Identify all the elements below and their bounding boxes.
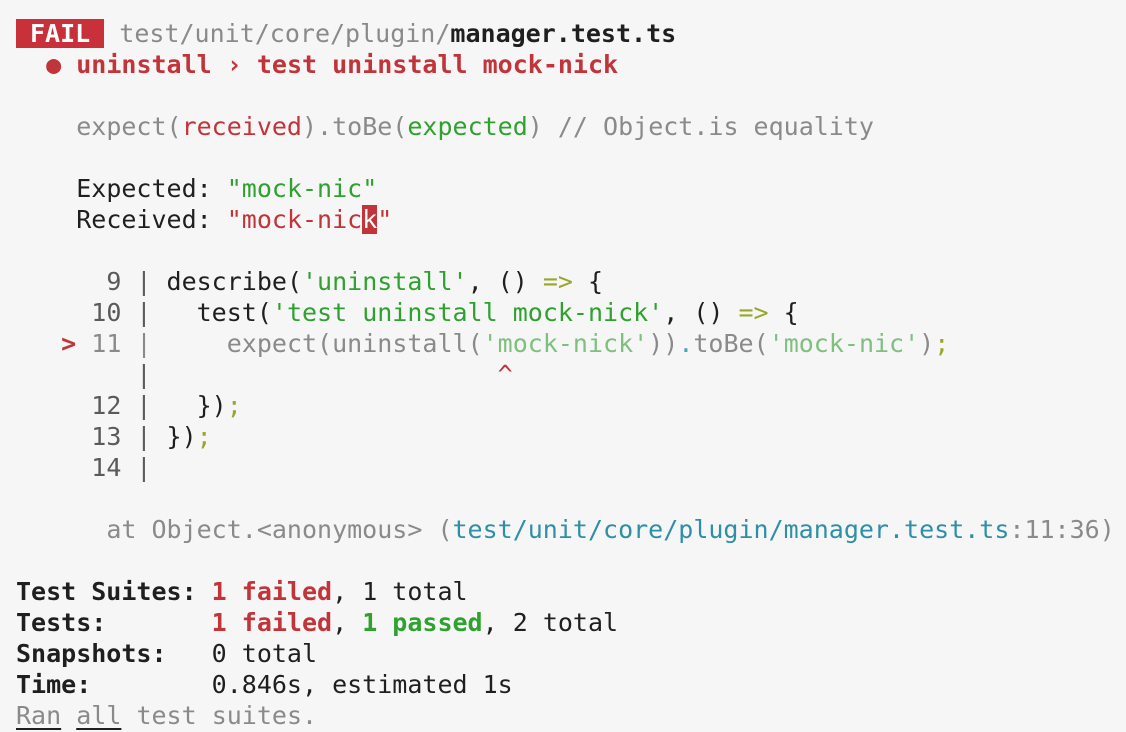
test-file-name: manager.test.ts xyxy=(450,19,677,48)
fail-badge: FAIL xyxy=(16,19,105,48)
code-line-14: 14 | xyxy=(91,453,167,482)
summary-tests: Tests: 1 failed, 1 passed, 2 total xyxy=(16,608,619,637)
code-line-10: 10 | test('test uninstall mock-nick', ()… xyxy=(91,298,799,327)
code-caret-line: | ^ xyxy=(136,360,513,389)
test-file-dir: test/unit/core/plugin/ xyxy=(119,19,451,48)
code-line-11-error: > 11 | expect(uninstall('mock-nick')).to… xyxy=(61,329,950,358)
summary-suites: Test Suites: 1 failed, 1 total xyxy=(16,577,468,606)
stack-file-link[interactable]: test/unit/core/plugin/manager.test.ts xyxy=(452,515,1010,544)
summary-snapshots: Snapshots: 0 total xyxy=(16,639,318,668)
code-line-12: 12 | }); xyxy=(91,391,242,420)
fail-bullet-icon: ● xyxy=(46,50,62,79)
expected-line: Expected: "mock-nic" xyxy=(76,174,378,203)
ran-all-suites: Ran all test suites. xyxy=(16,701,318,730)
matcher-hint: expect(received).toBe(expected) // Objec… xyxy=(76,112,874,141)
code-line-13: 13 | }); xyxy=(91,422,212,451)
received-line: Received: "mock-nick" xyxy=(76,205,393,234)
fail-header: FAIL test/unit/core/plugin/manager.test.… xyxy=(16,18,1126,49)
code-line-9: 9 | describe('uninstall', () => { xyxy=(106,267,604,296)
received-diff-char: k xyxy=(362,205,378,234)
expected-value: "mock-nic" xyxy=(226,174,378,203)
error-caret-icon: ^ xyxy=(497,360,513,389)
stack-trace: at Object.<anonymous> (test/unit/core/pl… xyxy=(106,515,1115,544)
error-line-marker: > xyxy=(61,329,77,358)
summary-time: Time: 0.846s, estimated 1s xyxy=(16,670,513,699)
test-name: uninstall › test uninstall mock-nick xyxy=(76,50,619,79)
received-value: "mock-nic xyxy=(226,205,363,234)
test-title: ● uninstall › test uninstall mock-nick xyxy=(16,49,1126,80)
